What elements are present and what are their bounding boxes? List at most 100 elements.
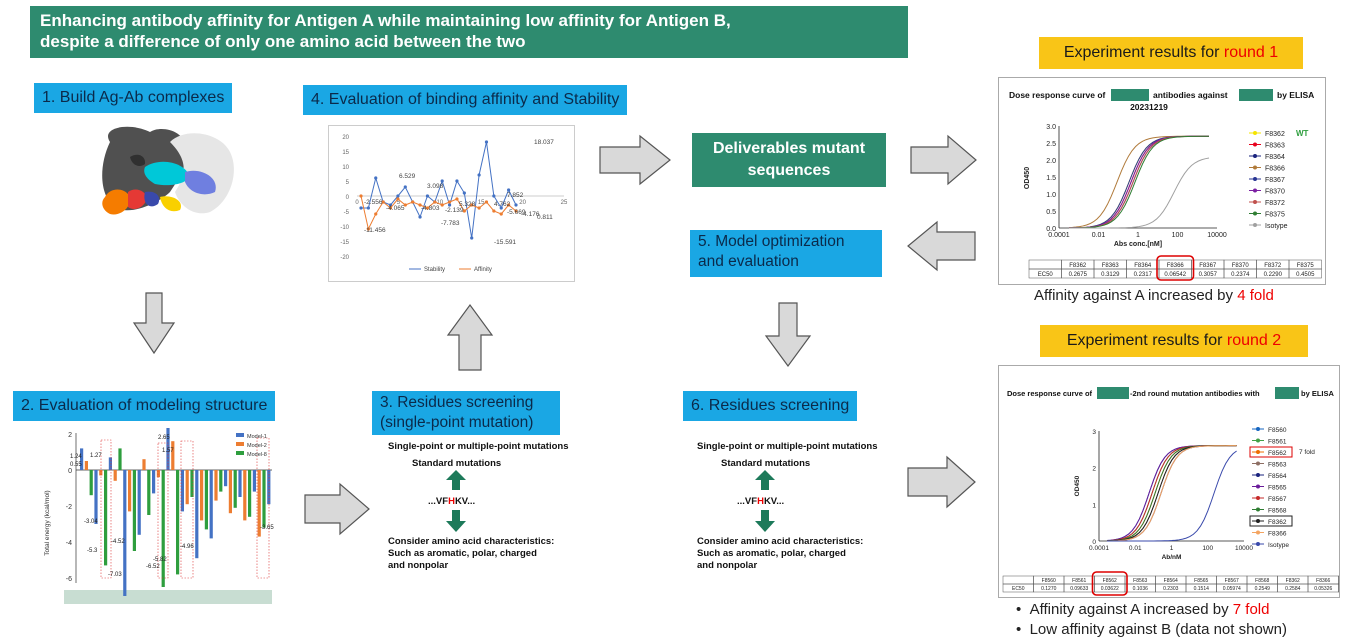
legend-label: F8561 (1268, 439, 1287, 446)
legend-marker (1256, 484, 1260, 489)
reference-box (1249, 515, 1293, 527)
arrow-down-step1 (132, 292, 176, 355)
arrow-left-round1 (907, 220, 976, 272)
redaction-mask (1239, 89, 1273, 101)
highlight-box (157, 442, 169, 579)
data-label: -4.065 (386, 205, 405, 212)
energy-bar (152, 470, 156, 494)
affinity-series-point (462, 209, 466, 213)
legend-label: F8565 (1268, 485, 1287, 492)
legend-affinity: Affinity (474, 267, 492, 273)
stability-series-point (462, 191, 466, 195)
stability-series-point (388, 203, 393, 207)
energy-bar (99, 470, 103, 476)
bar-value-label: 1.57 (162, 448, 174, 454)
energy-bar (252, 470, 256, 492)
energy-bar (257, 470, 261, 537)
stability-series (361, 141, 517, 239)
round2-bullet1-red: 7 fold (1232, 601, 1270, 618)
arrow-right-step2 (304, 482, 370, 536)
legend-label: F8364 (1265, 154, 1285, 161)
legend-label: F8366 (1268, 531, 1287, 538)
stability-series-point (455, 179, 459, 183)
step-3-line2: (single-point mutation) (380, 414, 534, 431)
legend-marker (1253, 154, 1257, 158)
table-value: EC50 (1012, 586, 1025, 592)
round2-label-text: Experiment results for (1066, 332, 1227, 349)
bar-value-label: -3.04 (84, 519, 98, 525)
data-label: 3.098 (427, 183, 444, 190)
legend-marker (1253, 131, 1257, 135)
highlight-box (256, 437, 270, 579)
seq-mutation-site: H (757, 496, 764, 507)
step-1-label: 1. Build Ag-Ab complexes (34, 83, 233, 113)
table-value: 0.2675 (1069, 272, 1088, 278)
data-label: 0.811 (537, 214, 553, 221)
data-label: 5.328 (459, 201, 476, 208)
stability-series-point (484, 140, 489, 144)
legend-marker (1253, 223, 1257, 227)
round2-chart-svg: Dose response curve of-2nd round mutatio… (1002, 387, 1349, 596)
x-tick-label: 0 (355, 200, 359, 206)
y-tick-label: 2.0 (1046, 158, 1056, 165)
table-header: F8370 (1232, 263, 1250, 269)
energy-bar (104, 470, 108, 566)
round2-label-red: round 2 (1226, 332, 1282, 349)
legend-label: F8363 (1265, 143, 1285, 150)
legend-label: F8560 (1268, 427, 1287, 434)
stability-series-point (514, 203, 518, 207)
bar-value-label: -6.52 (146, 564, 160, 570)
table-header: F8567 (1225, 578, 1239, 584)
affinity-series-point (492, 209, 496, 213)
table-header: F8367 (1199, 263, 1217, 269)
bar-value-label: -7.03 (108, 572, 122, 578)
energy-bar (204, 470, 208, 530)
y-tick-label: -6 (66, 576, 72, 583)
table-value: 0.2290 (1264, 272, 1283, 278)
affinity-series-point (455, 197, 459, 201)
affinity-series-point (477, 206, 481, 210)
x-tick-label: 5 (397, 200, 401, 206)
x-tick-label: 10000 (1207, 232, 1227, 239)
legend-label: F8564 (1268, 473, 1287, 480)
consider-line1: Consider amino acid characteristics: (388, 536, 555, 547)
energy-bar (200, 470, 204, 521)
chart-title-part1: Dose response curve of (1007, 389, 1093, 398)
table-cell (1338, 575, 1349, 585)
table-value: 0.1270 (1041, 586, 1057, 592)
step-5-line1: 5. Model optimization (698, 233, 845, 250)
table-value: 0.09633 (1070, 586, 1088, 592)
energy-bar (147, 470, 151, 515)
x-tick-label: 100 (1202, 545, 1213, 552)
seq-pre: ...VF (428, 496, 449, 507)
y-tick-label: -5 (344, 210, 350, 216)
screening-title: Single-point or multiple-point mutations (697, 441, 878, 452)
chart-date: 20231219 (1130, 102, 1168, 112)
table-cell (1288, 268, 1322, 279)
y-tick-label: 2.5 (1046, 141, 1056, 148)
energy-bar (113, 470, 117, 481)
arrow-up-step3 (446, 303, 494, 371)
legend-label: F8563 (1268, 462, 1287, 469)
x-axis-label: Ab/nM (1162, 554, 1182, 561)
y-tick-label: 3 (1092, 429, 1096, 436)
sequence-text: ...VFHKV... (737, 496, 897, 508)
energy-bar (176, 470, 180, 575)
table-value: 0.2374 (1231, 272, 1250, 278)
table-value: 0.2317 (1134, 272, 1153, 278)
curve (1068, 135, 1210, 229)
data-label: -5.669 (507, 209, 526, 216)
energy-bar (185, 470, 189, 505)
bar-value-label: -5.82 (153, 557, 167, 563)
arrow-right-deliverables (910, 134, 977, 186)
legend-label: F8367 (1265, 177, 1285, 184)
round1-caption: Affinity against A increased by 4 fold (1034, 287, 1274, 304)
y-tick-label: 0 (346, 195, 350, 201)
table-header: F8363 (1102, 263, 1120, 269)
curve (1068, 135, 1210, 229)
energy-bar (219, 470, 223, 492)
legend-swatch (236, 451, 244, 455)
data-label: -15.591 (494, 239, 516, 246)
energy-bar (89, 470, 93, 496)
